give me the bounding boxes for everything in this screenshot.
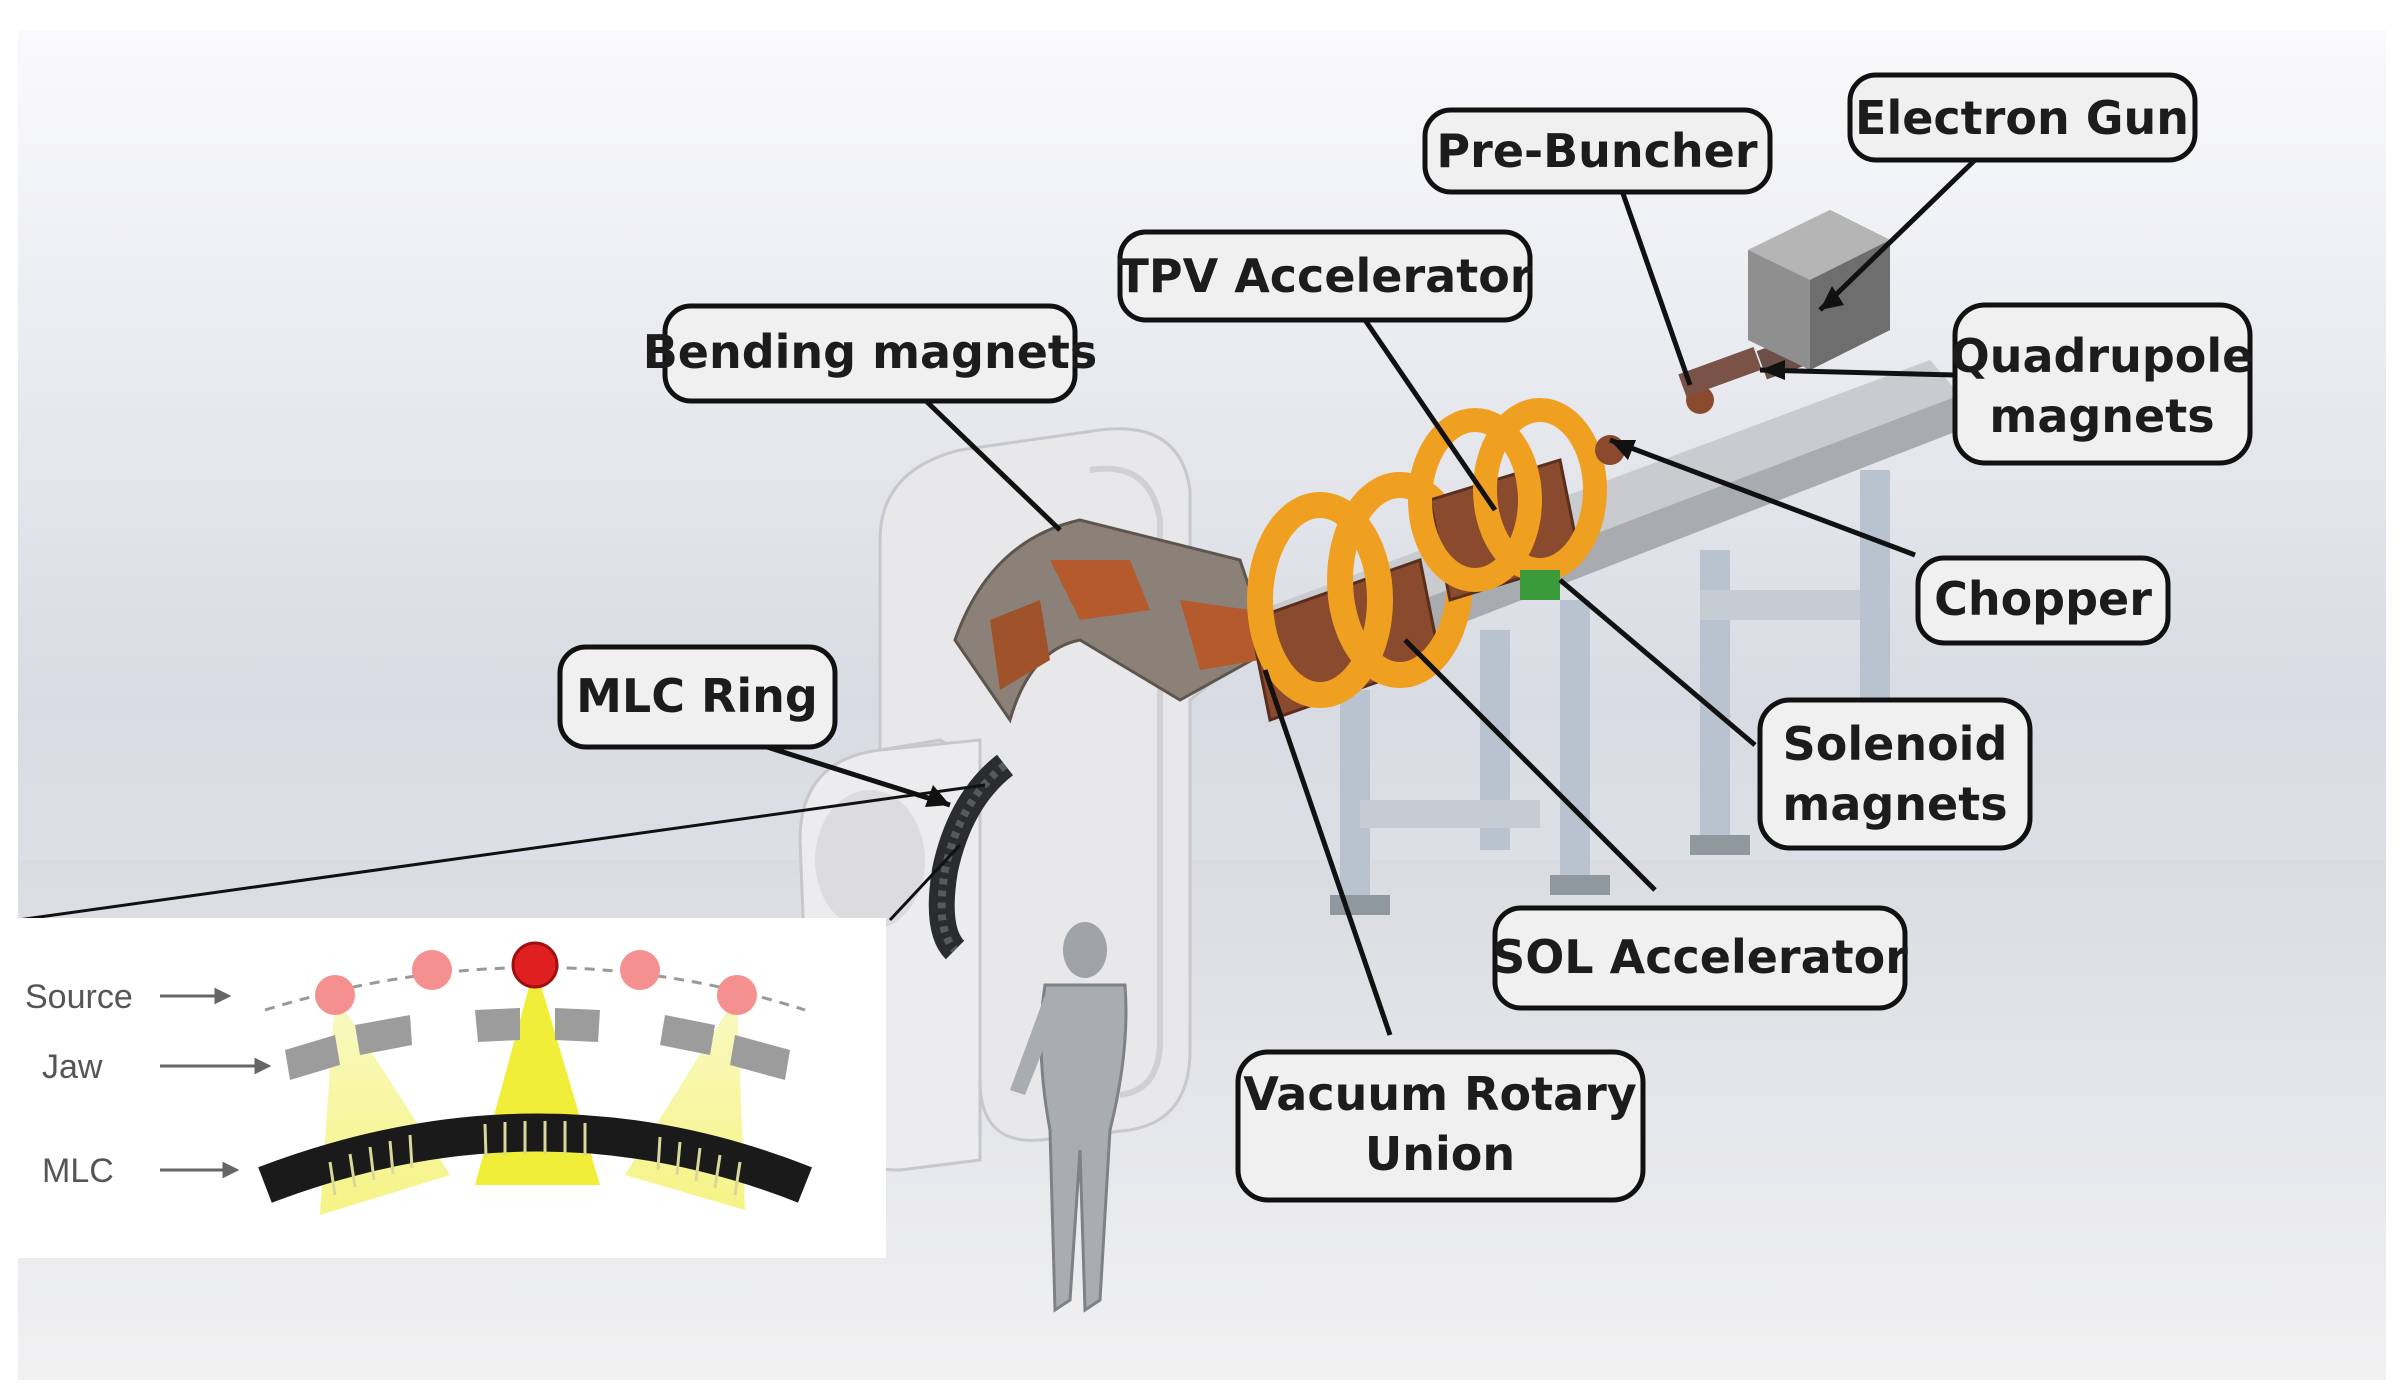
label-vacuum-rotary-union-line1: Vacuum Rotary [1243, 1067, 1637, 1121]
pointer-arrowheads [925, 286, 1844, 807]
label-quadrupole-magnets-line2: magnets [1989, 389, 2214, 443]
inset-panel [18, 918, 886, 1258]
label-vacuum-rotary-union-line2: Union [1365, 1127, 1515, 1181]
inset-label-source: Source [25, 978, 133, 1016]
label-quadrupole-magnets-line1: Quadrupole [1951, 329, 2254, 383]
callout-quadrupole-magnets: Quadrupole magnets [1951, 302, 2254, 466]
callout-chopper: Chopper [1915, 555, 2171, 646]
mlc-inset: Source Jaw MLC [17, 783, 986, 1258]
callout-solenoid-magnets: Solenoid magnets [1757, 697, 2033, 851]
label-solenoid-magnets-line1: Solenoid [1783, 717, 2008, 771]
human-figure [1010, 922, 1128, 1313]
mlc-arc [258, 1113, 812, 1203]
callout-vacuum-rotary-union: Vacuum Rotary Union [1235, 1049, 1646, 1203]
callout-pre-buncher: Pre-Buncher [1422, 107, 1773, 195]
tpv-accelerator-group [1408, 398, 1607, 602]
jaw-segments [285, 1008, 790, 1080]
source-dot-5 [717, 975, 757, 1015]
label-electron-gun: Electron Gun [1855, 91, 2189, 145]
sol-accelerator-group [1247, 472, 1473, 722]
source-dot-2 [412, 950, 452, 990]
inset-zoom-line-top [17, 783, 986, 922]
label-sol-accelerator: SOL Accelerator [1492, 930, 1908, 984]
label-solenoid-magnets-line2: magnets [1782, 777, 2007, 831]
inset-arrows [160, 987, 272, 1179]
source-dot-4 [620, 950, 660, 990]
inset-zoom-line-right [888, 843, 962, 922]
callout-sol-accelerator: SOL Accelerator [1492, 905, 1908, 1011]
electron-gun-box [1748, 210, 1890, 370]
bending-magnets [953, 518, 1272, 724]
callout-bending-magnets: Bending magnets [643, 303, 1098, 404]
inset-label-mlc: MLC [42, 1152, 114, 1190]
callout-mlc-ring: MLC Ring [557, 644, 838, 750]
inset-label-jaw: Jaw [42, 1048, 103, 1086]
callout-tpv-accelerator: TPV Accelerator [1117, 229, 1533, 323]
label-chopper: Chopper [1934, 572, 2152, 626]
source-dot-1 [315, 975, 355, 1015]
mlc-leaves [328, 1121, 742, 1196]
label-pre-buncher: Pre-Buncher [1436, 124, 1757, 178]
label-tpv-accelerator: TPV Accelerator [1117, 249, 1532, 303]
callout-electron-gun: Electron Gun [1847, 72, 2198, 163]
label-mlc-ring: MLC Ring [576, 669, 818, 723]
label-bending-magnets: Bending magnets [643, 325, 1098, 379]
source-dot-active [511, 941, 559, 989]
